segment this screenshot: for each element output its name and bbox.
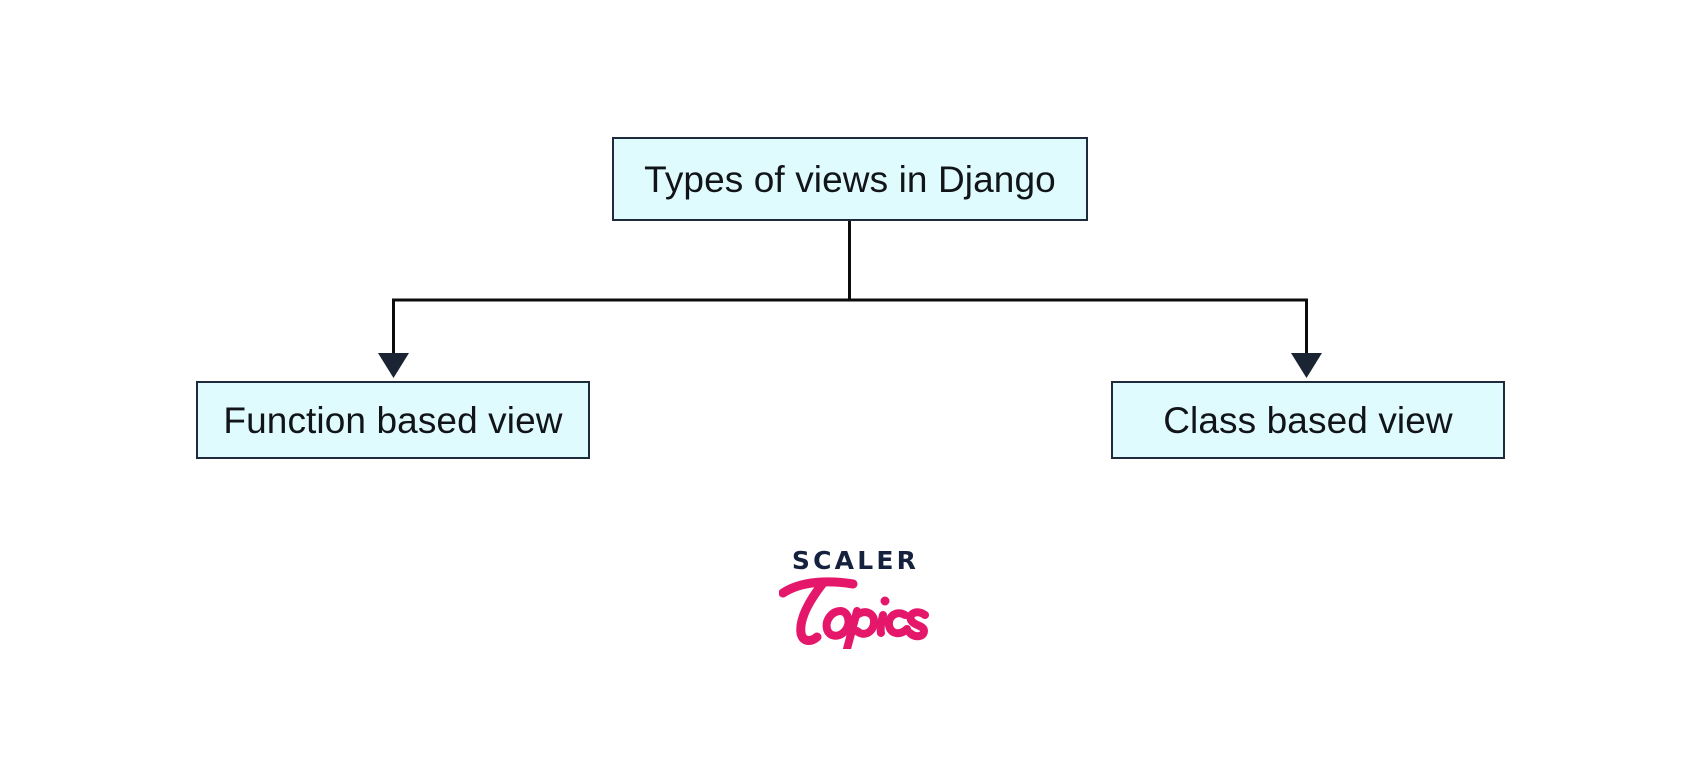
scaler-topics-logo: SCALER [779, 548, 929, 658]
logo-wordmark: SCALER [791, 546, 920, 575]
arrowhead-right [1291, 353, 1322, 378]
node-label-root: Types of views in Django [644, 158, 1056, 200]
node-label-class-based-view: Class based view [1163, 399, 1453, 441]
node-class-based-view[interactable]: Class based view [1111, 381, 1505, 459]
arrowhead-left [378, 353, 409, 378]
node-types-of-views[interactable]: Types of views in Django [612, 137, 1088, 221]
node-function-based-view[interactable]: Function based view [196, 381, 590, 459]
node-label-function-based-view: Function based view [223, 399, 563, 441]
logo-script-topics [779, 571, 929, 649]
